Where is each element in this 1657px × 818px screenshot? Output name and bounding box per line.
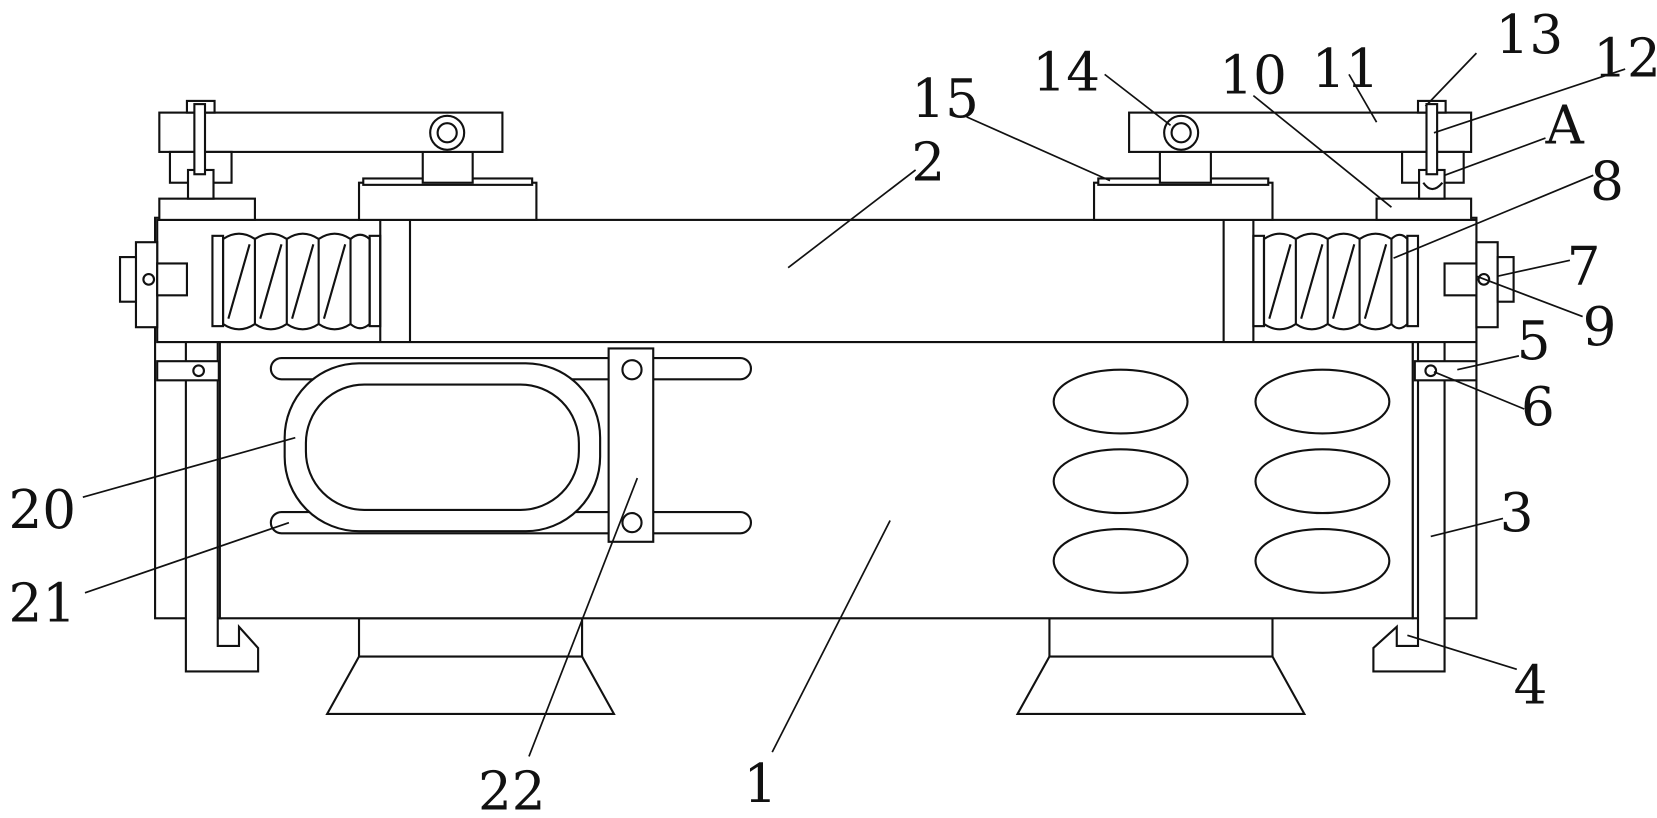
label-20: 20 [8, 479, 76, 541]
right-foot [1018, 618, 1305, 714]
upper-body [157, 220, 1476, 342]
label-22: 22 [478, 760, 546, 818]
left-plate [380, 220, 410, 342]
left-top-assembly [159, 101, 536, 220]
label-3: 3 [1500, 482, 1534, 544]
right-plate [1224, 220, 1254, 342]
label-13: 13 [1496, 4, 1564, 66]
left-foot [327, 618, 614, 714]
label-12: 12 [1593, 27, 1657, 89]
label-1: 1 [744, 753, 778, 815]
left-bracket [157, 361, 219, 380]
label-8: 8 [1590, 151, 1624, 213]
label-21: 21 [8, 572, 76, 634]
label-9: 9 [1583, 296, 1617, 358]
label-6: 6 [1521, 376, 1555, 438]
handle-inner [306, 385, 579, 510]
label-2: 2 [911, 132, 945, 194]
label-10: 10 [1219, 44, 1287, 106]
label-A: A [1544, 94, 1584, 156]
label-15: 15 [911, 68, 979, 130]
label-7: 7 [1567, 236, 1601, 298]
label-14: 14 [1032, 41, 1100, 103]
label-11: 11 [1312, 38, 1380, 100]
label-5: 5 [1517, 310, 1551, 372]
label-4: 4 [1514, 654, 1548, 716]
